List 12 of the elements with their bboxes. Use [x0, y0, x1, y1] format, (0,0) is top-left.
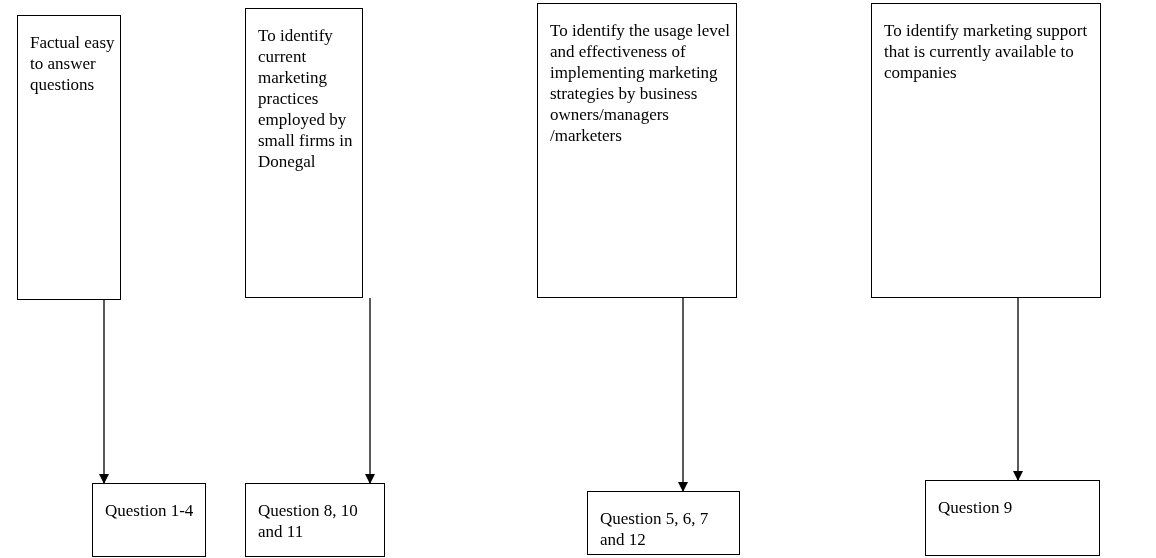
text-box: Factual easy to answer questions — [17, 15, 121, 300]
arrow — [1013, 297, 1023, 481]
arrow — [678, 297, 688, 492]
text-box: Question 5, 6, 7 and 12 — [587, 491, 740, 555]
text-box: Question 1-4 — [92, 483, 206, 557]
text-box: To identify marketing support that is currently available to companies — [871, 3, 1101, 298]
text-box: To identify the usage level and effectiveness of implementing marketing strategies by business owners/managers /marketers — [537, 3, 737, 298]
arrow — [99, 299, 109, 484]
arrow — [365, 297, 375, 484]
text-box: Question 8, 10 and 11 — [245, 483, 385, 557]
text-box: Question 9 — [925, 480, 1100, 556]
text-box: To identify current marketing practices employed by small firms in Donegal — [245, 8, 363, 298]
